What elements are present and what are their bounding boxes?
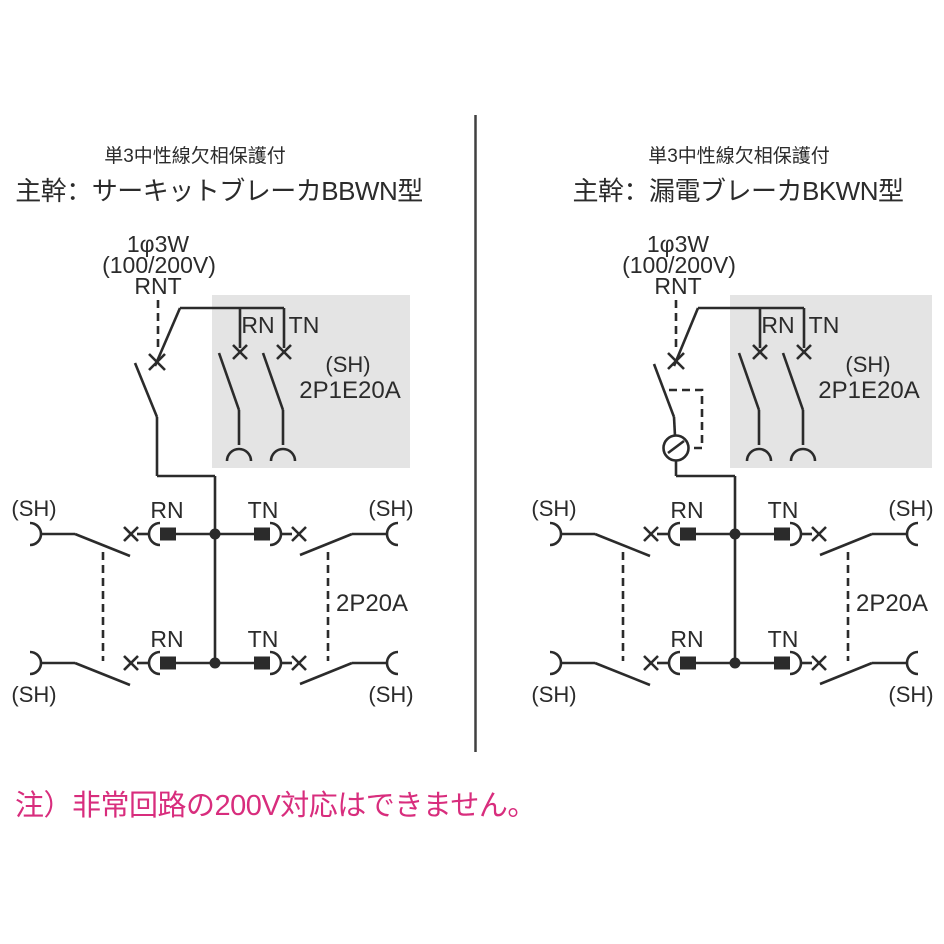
right-box-sh-label: (SH) [845, 352, 890, 377]
left-source-line3: RNT [134, 273, 181, 299]
right-box-label-rn: RN [761, 312, 794, 338]
left-panel: 単3中性線欠相保護付 主幹：サーキットブレーカBBWN型 1φ3W (100/2… [11, 145, 423, 707]
right-highlight-box [730, 295, 932, 468]
note-text: 注）非常回路の200V対応はできません。 [15, 790, 536, 822]
right-main-elcb-symbol [652, 300, 804, 663]
right-title: 主幹：漏電ブレーカBKWN型 [572, 176, 903, 206]
right-branch-breaker-rating: 2P20A [856, 590, 928, 617]
left-subtitle: 単3中性線欠相保護付 [104, 145, 286, 167]
right-source-label: 1φ3W (100/200V) RNT [622, 231, 736, 299]
left-highlight-box [212, 295, 410, 468]
left-source-label: 1φ3W (100/200V) RNT [102, 231, 216, 299]
left-box-label-rn: RN [241, 312, 274, 338]
sh-label: (SH) [531, 682, 576, 707]
left-title: 主幹：サーキットブレーカBBWN型 [15, 176, 423, 206]
right-source-line2: (100/200V) [622, 252, 736, 278]
left-source-line1: 1φ3W [127, 231, 189, 257]
trip-link-dashed-loop [669, 388, 704, 450]
right-sub-breaker-rating: 2P1E20A [818, 377, 919, 404]
left-main-breaker-symbol [133, 300, 284, 663]
right-source-line1: 1φ3W [647, 231, 709, 257]
left-box-sh-label: (SH) [325, 352, 370, 377]
left-sub-breaker-rating: 2P1E20A [299, 377, 400, 404]
right-subtitle: 単3中性線欠相保護付 [648, 145, 830, 167]
right-source-line3: RNT [654, 273, 701, 299]
right-box-label-tn: TN [809, 312, 840, 338]
left-source-line2: (100/200V) [102, 252, 216, 278]
sh-label: (SH) [888, 682, 933, 707]
sh-label: (SH) [888, 496, 933, 521]
sh-label: (SH) [368, 682, 413, 707]
left-branch-breaker-rating: 2P20A [336, 590, 408, 617]
right-mechanical-links [621, 552, 850, 661]
sh-label: (SH) [368, 496, 413, 521]
main-switch-blade [133, 362, 159, 418]
main-switch-blade [652, 363, 676, 418]
sh-label: (SH) [531, 496, 576, 521]
leakage-detector-slash [667, 439, 685, 455]
left-box-label-tn: TN [289, 312, 320, 338]
sh-label: (SH) [11, 682, 56, 707]
sh-label: (SH) [11, 496, 56, 521]
left-mechanical-links [101, 552, 330, 661]
right-panel: 単3中性線欠相保護付 主幹：漏電ブレーカBKWN型 1φ3W (100/200V… [531, 145, 933, 707]
